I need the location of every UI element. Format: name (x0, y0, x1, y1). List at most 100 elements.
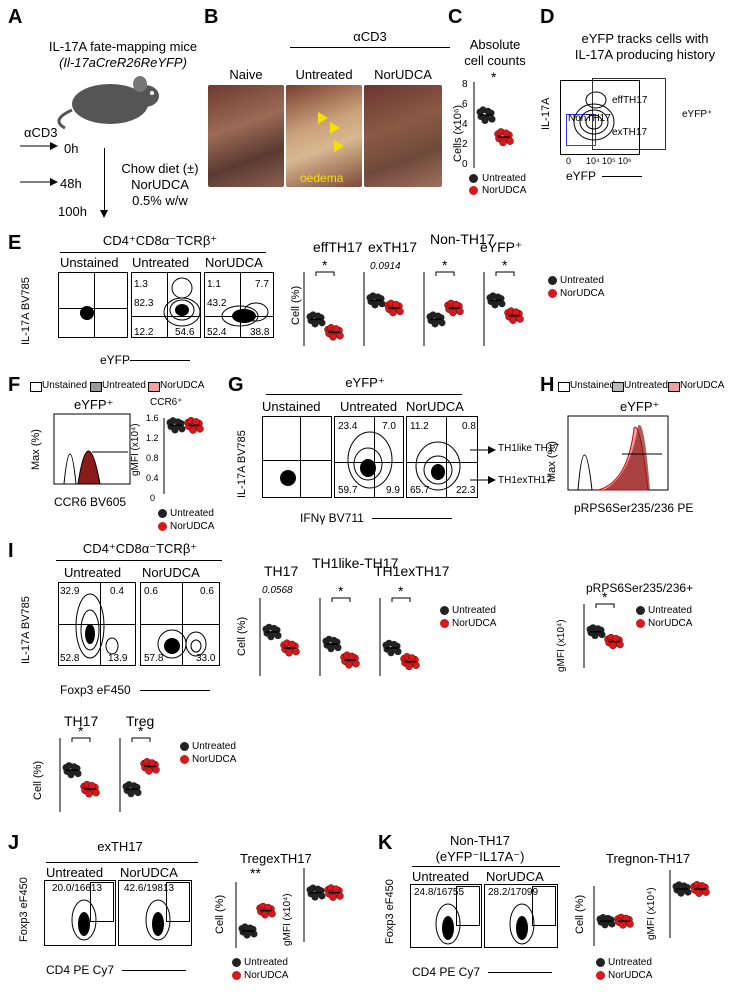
data-point (389, 308, 397, 317)
data-point (591, 632, 599, 640)
panel-label-c: C (448, 6, 463, 28)
e-col-unstained: Unstained (60, 255, 119, 270)
f-gmfi: gMFI (x10⁴) (130, 423, 141, 476)
chart-f (163, 416, 204, 494)
data-point (352, 659, 360, 668)
i-title-th17: TH17 (264, 563, 299, 579)
legend-untreated: Untreated (170, 508, 214, 519)
data-point (394, 648, 402, 656)
panel-label-j: J (8, 832, 20, 854)
legend-dot-untreated (469, 174, 478, 183)
e-title-ex: exTH17 (368, 239, 418, 255)
panel-b-untreated: Untreated (295, 67, 353, 82)
j-vals: 20.0/16613 (52, 883, 103, 894)
e-unstained-blob (80, 306, 94, 320)
g-q: 22.3 (456, 485, 476, 496)
f-subtitle: eYFP⁺ (74, 397, 114, 412)
flow-plot-g-unstained (262, 416, 332, 498)
i-col-norudca: NorUDCA (142, 565, 200, 580)
data-point (434, 312, 442, 320)
g-q: 7.0 (382, 421, 396, 432)
legend-swatch (30, 382, 42, 392)
data-point (452, 300, 460, 309)
f-ccr6: CCR6⁺ (150, 397, 183, 408)
g-col-untreated: Untreated (340, 399, 398, 414)
data-point (488, 115, 496, 123)
data-point (680, 882, 688, 890)
k-header-1: Non-TH17 (450, 833, 510, 848)
gate-non (566, 114, 596, 146)
panel-e-header: CD4⁺CD8α⁻TCRβ⁺ (102, 233, 218, 248)
panel-a-subtitle: (Il-17aCreR26ReYFP) (59, 55, 187, 70)
legend-dot-untreated (158, 509, 167, 518)
chart-prps6: * (583, 589, 624, 668)
sig-star: * (138, 723, 144, 739)
i-bottom-treg: Treg (126, 713, 155, 729)
f-legend: Unstained (42, 380, 88, 391)
k-treg-title: Tregnon-TH17 (606, 851, 691, 866)
data-point (274, 632, 282, 640)
i-untreated-contour (75, 593, 119, 659)
e-q: 82.3 (134, 298, 154, 309)
legend-dot-untreated (636, 606, 645, 615)
e-norudca-contour (221, 302, 269, 327)
bracket (495, 271, 515, 276)
k-col-untreated: Untreated (412, 869, 470, 884)
e-col-norudca: NorUDCA (205, 255, 263, 270)
e-q: 52.4 (207, 327, 227, 338)
legend-dot-norudca (180, 755, 189, 764)
data-point (498, 300, 506, 308)
k-xlabel: CD4 PE Cy7 (412, 965, 481, 979)
data-point (334, 644, 342, 652)
data-point (509, 316, 517, 324)
k-gate (532, 886, 556, 926)
bracket (595, 603, 615, 608)
k-vals: 24.8/16755 (414, 887, 465, 898)
e-title-eff: effTH17 (313, 239, 363, 255)
data-point (178, 425, 186, 433)
k-col-norudca: NorUDCA (486, 869, 544, 884)
data-point (261, 910, 269, 919)
c-tick: 2 (462, 139, 468, 150)
data-point (408, 654, 416, 662)
sig-star: * (602, 589, 608, 605)
arrow-icon (20, 142, 108, 218)
i-q: 13.9 (108, 653, 128, 664)
i-header: CD4⁺CD8α⁻TCRβ⁺ (82, 541, 198, 556)
flow-plot-g-norudca (406, 416, 478, 498)
e-q: 38.8 (250, 327, 270, 338)
g-q: 9.9 (386, 485, 400, 496)
legend-dot-norudca (596, 971, 605, 980)
data-point (67, 771, 75, 779)
g-untreated-contour (347, 431, 393, 489)
data-point (329, 893, 337, 901)
legend-untreated: Untreated (452, 605, 496, 616)
k-untreated-contour (435, 903, 461, 945)
flow-plot-e-untreated (131, 272, 201, 338)
diet-text-3: 0.5% w/w (132, 193, 188, 208)
data-point (405, 662, 413, 671)
chart-k-treg (593, 886, 634, 946)
panel-b-acd3: αCD3 (353, 29, 387, 44)
e-col-untreated: Untreated (132, 255, 190, 270)
data-point (677, 889, 685, 897)
h-legend: NorUDCA (680, 380, 725, 391)
legend-norudca: NorUDCA (560, 288, 605, 299)
g-xlabel: IFNγ BV711 (300, 511, 364, 525)
flow-plot-j-untreated (44, 880, 116, 946)
panel-label-h: H (540, 374, 555, 396)
i-col-untreated: Untreated (64, 565, 122, 580)
f-legend: Untreated (102, 380, 146, 391)
f-xlabel: CCR6 BV605 (54, 495, 127, 509)
data-point (604, 914, 612, 922)
panel-label-f: F (8, 374, 21, 396)
data-point (499, 138, 507, 147)
legend-untreated: Untreated (192, 741, 236, 752)
i-q: 57.8 (144, 653, 164, 664)
j-treg-title: TregexTH17 (240, 851, 312, 866)
panel-label-a: A (8, 6, 23, 28)
panel-label-g: G (228, 374, 244, 396)
data-point (134, 789, 142, 797)
legend-untreated: Untreated (608, 957, 652, 968)
i-q: 32.9 (60, 586, 80, 597)
